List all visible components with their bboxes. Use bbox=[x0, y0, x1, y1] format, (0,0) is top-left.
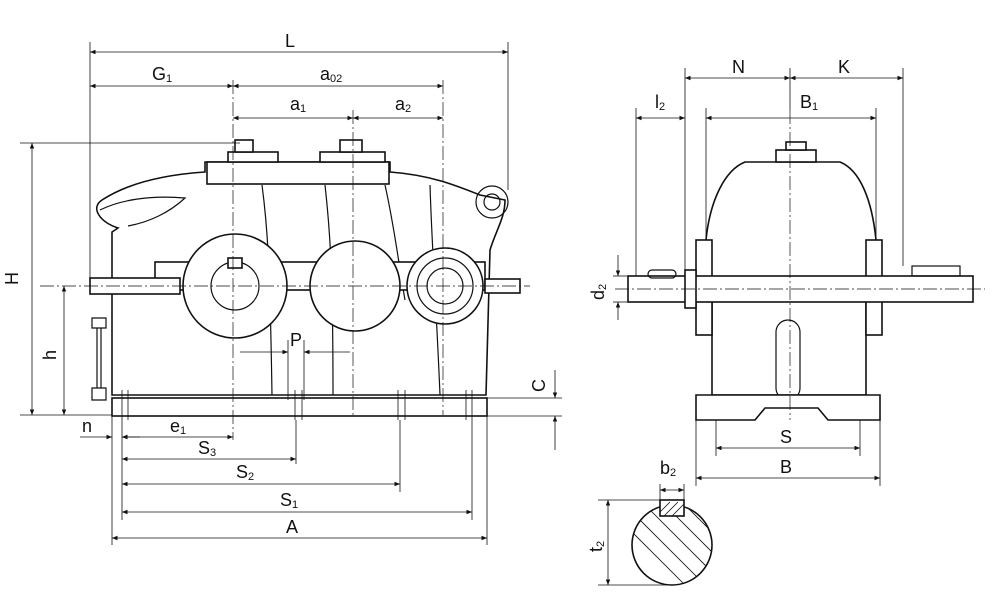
top-cover bbox=[206, 161, 390, 185]
shaft-section bbox=[598, 484, 713, 586]
left-key bbox=[647, 269, 677, 279]
breather-bolt-2 bbox=[319, 151, 386, 163]
label-a2: a2 bbox=[395, 94, 411, 115]
label-S1: S1 bbox=[280, 490, 298, 511]
side-dimensions bbox=[613, 68, 904, 486]
label-S2: S2 bbox=[236, 462, 254, 483]
label-h: h bbox=[40, 350, 60, 360]
label-b2: b2 bbox=[660, 458, 676, 479]
right-key bbox=[911, 265, 961, 277]
label-d2: d2 bbox=[588, 284, 609, 300]
label-S: S bbox=[780, 427, 792, 447]
label-K: K bbox=[838, 57, 850, 77]
label-L: L bbox=[285, 31, 295, 51]
label-t2: t2 bbox=[586, 541, 607, 552]
label-B1: B1 bbox=[800, 92, 818, 113]
breather-bolt-1 bbox=[227, 151, 279, 163]
front-dimensions bbox=[20, 42, 562, 545]
eye-bolt bbox=[475, 185, 509, 219]
base-plate bbox=[111, 397, 488, 417]
side-base bbox=[695, 394, 881, 421]
label-S3: S3 bbox=[198, 438, 216, 459]
label-l2: l2 bbox=[655, 92, 665, 113]
label-A: A bbox=[286, 517, 298, 537]
oil-gauge bbox=[91, 317, 107, 401]
label-a02: a02 bbox=[320, 64, 342, 85]
label-H: H bbox=[2, 272, 22, 285]
side-view bbox=[615, 110, 985, 421]
label-a1: a1 bbox=[290, 94, 306, 115]
label-C: C bbox=[529, 379, 549, 392]
label-B: B bbox=[780, 457, 792, 477]
label-n: n bbox=[82, 416, 92, 436]
front-view bbox=[40, 80, 530, 440]
label-G1: G1 bbox=[152, 64, 172, 85]
label-P: P bbox=[290, 330, 302, 350]
label-N: N bbox=[732, 57, 745, 77]
label-e1: e1 bbox=[170, 416, 186, 437]
